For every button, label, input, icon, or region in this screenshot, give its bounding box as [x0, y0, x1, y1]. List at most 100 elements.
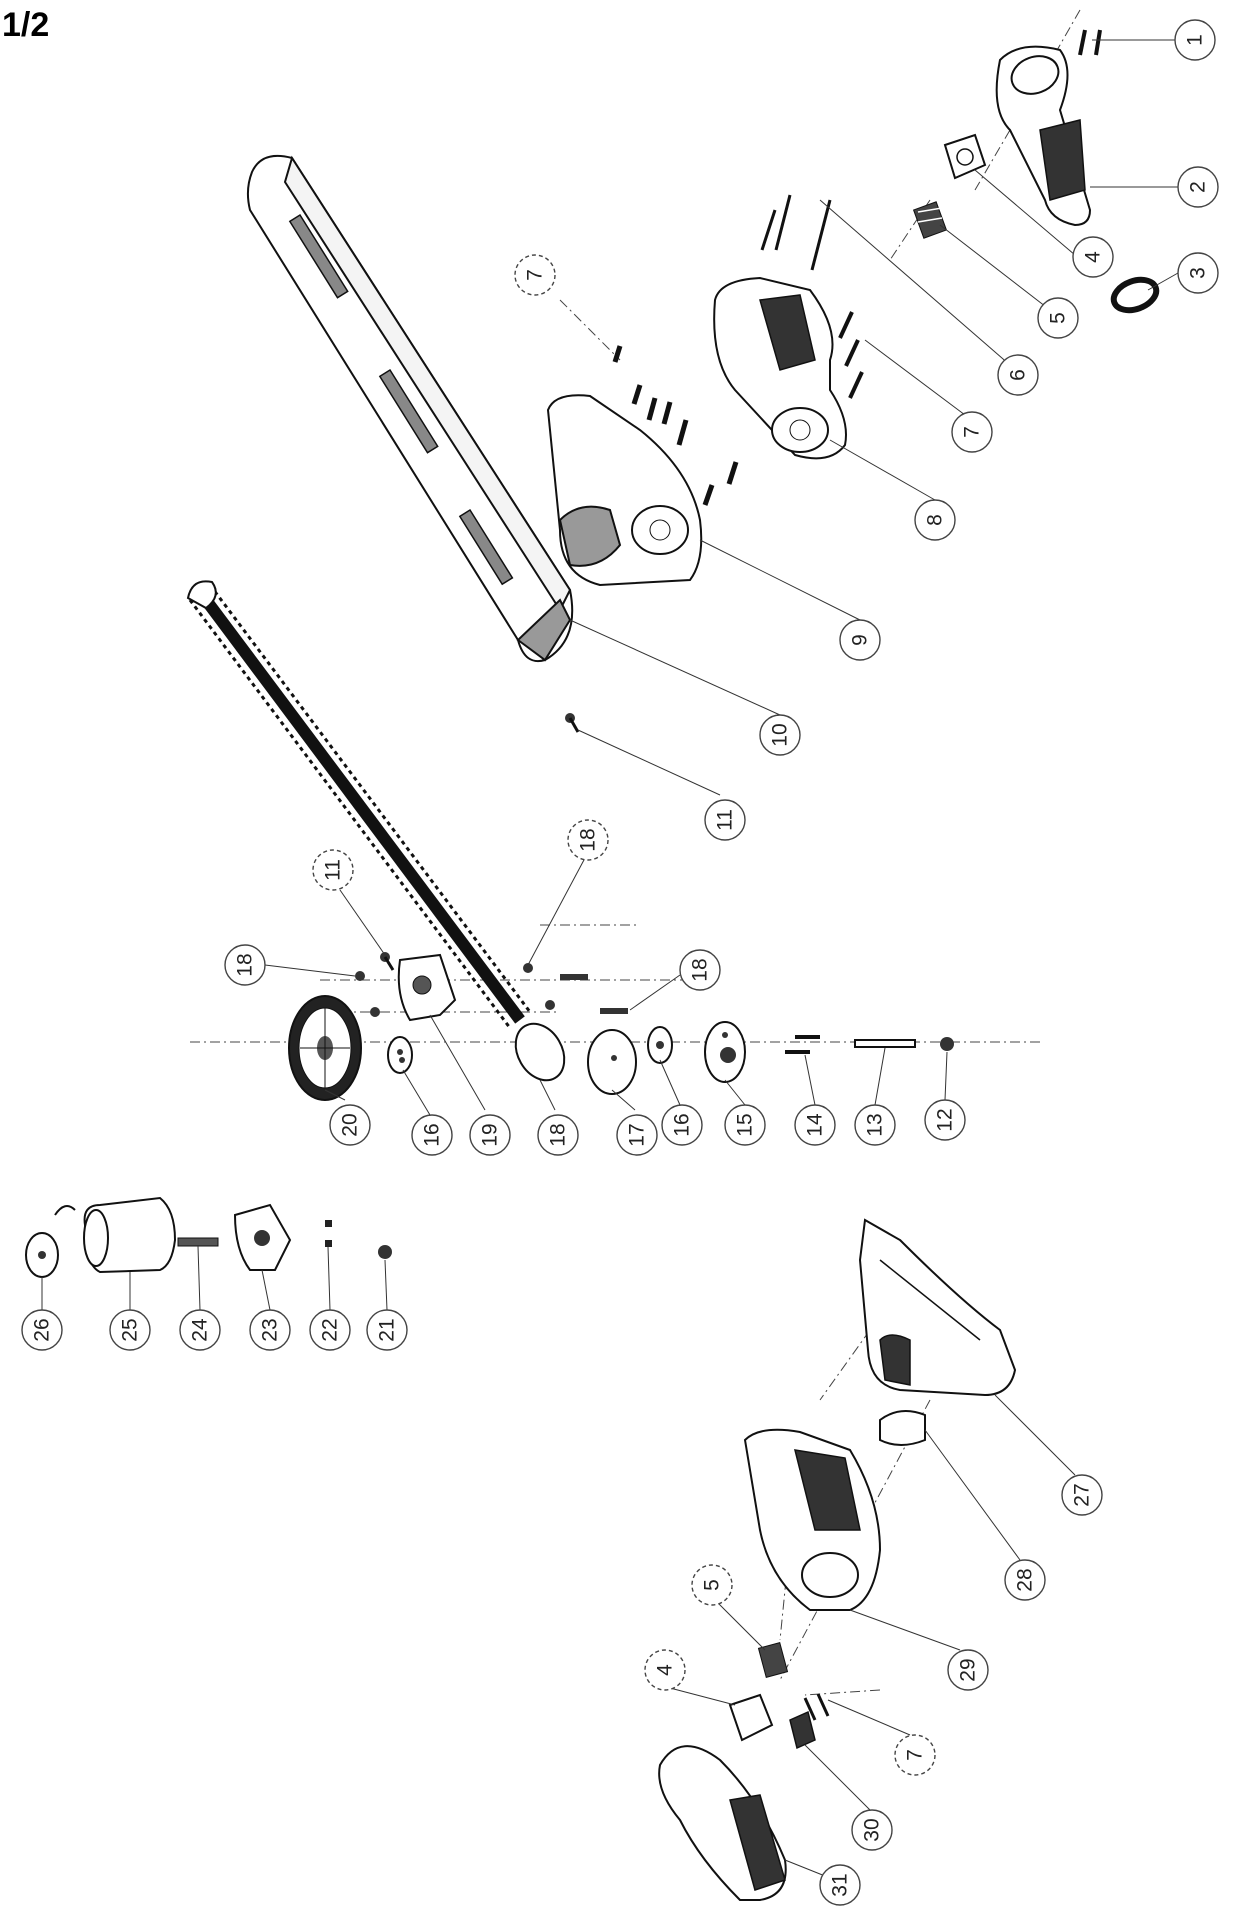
- svg-text:5: 5: [701, 1579, 724, 1591]
- svg-text:7: 7: [524, 269, 547, 281]
- svg-text:21: 21: [376, 1318, 399, 1341]
- svg-text:3: 3: [1187, 267, 1210, 279]
- blade-guard-part: [246, 154, 574, 662]
- callout-15: 15: [724, 1104, 766, 1146]
- callout-16a: 16: [411, 1114, 453, 1156]
- callout-23: 23: [249, 1309, 291, 1351]
- front-spring-collar-parts: [728, 1642, 830, 1750]
- svg-text:7: 7: [961, 426, 984, 438]
- callout-18b: 18: [567, 819, 609, 861]
- pin-screw-nut-parts: [785, 1035, 954, 1054]
- svg-text:2: 2: [1187, 181, 1210, 193]
- svg-text:26: 26: [31, 1318, 54, 1341]
- callout-29: 29: [947, 1649, 989, 1691]
- callout-27: 27: [1061, 1474, 1103, 1516]
- callout-2: 2: [1177, 166, 1219, 208]
- callout-13: 13: [854, 1104, 896, 1146]
- callout-8: 8: [914, 499, 956, 541]
- callouts: 1 2 3 4 5 6 7 7 8 9 10 11 11 18 18 18 20…: [21, 19, 1219, 1906]
- callout-18c: 18: [679, 949, 721, 991]
- callout-16b: 16: [661, 1104, 703, 1146]
- callout-10: 10: [759, 714, 801, 756]
- callout-4b: 4: [644, 1649, 686, 1691]
- callout-7b: 7: [514, 254, 556, 296]
- svg-text:5: 5: [1047, 312, 1070, 324]
- spring-part: [912, 201, 948, 239]
- svg-text:12: 12: [934, 1108, 957, 1131]
- gear-part: [288, 995, 362, 1101]
- svg-text:24: 24: [189, 1318, 212, 1342]
- svg-text:10: 10: [769, 723, 792, 746]
- svg-text:20: 20: [339, 1113, 362, 1136]
- callout-18a: 18: [224, 944, 266, 986]
- svg-text:19: 19: [479, 1123, 502, 1146]
- svg-text:22: 22: [319, 1318, 342, 1341]
- callout-25: 25: [109, 1309, 151, 1351]
- cutting-blade-part: [186, 580, 566, 1082]
- svg-text:11: 11: [322, 859, 345, 881]
- sheet-number: 1/2: [2, 6, 50, 44]
- rear-handle-part: [995, 29, 1102, 227]
- screws-part-6: [760, 194, 832, 271]
- sleeve-part: [879, 1410, 926, 1446]
- callout-12: 12: [924, 1099, 966, 1141]
- svg-text:23: 23: [259, 1318, 282, 1341]
- callout-4: 4: [1072, 236, 1114, 278]
- callout-19: 19: [469, 1114, 511, 1156]
- svg-text:28: 28: [1014, 1568, 1037, 1591]
- callout-26: 26: [21, 1309, 63, 1351]
- svg-text:18: 18: [547, 1123, 570, 1146]
- svg-text:16: 16: [421, 1123, 444, 1146]
- callout-7a: 7: [951, 411, 993, 453]
- callout-22: 22: [309, 1309, 351, 1351]
- svg-text:31: 31: [829, 1873, 852, 1896]
- svg-text:18: 18: [689, 958, 712, 981]
- screw-part-11: [380, 713, 580, 971]
- svg-text:4: 4: [1082, 251, 1105, 263]
- svg-text:4: 4: [654, 1664, 677, 1676]
- svg-text:8: 8: [924, 514, 947, 526]
- handle-housing-part-8: [713, 276, 864, 460]
- washer-plates-parts: [387, 1021, 746, 1095]
- callout-7c: 7: [894, 1734, 936, 1776]
- svg-text:16: 16: [671, 1113, 694, 1136]
- callout-20: 20: [329, 1104, 371, 1146]
- svg-text:18: 18: [234, 953, 257, 976]
- callout-21: 21: [366, 1309, 408, 1351]
- svg-text:18: 18: [577, 828, 600, 851]
- callout-9: 9: [839, 619, 881, 661]
- svg-text:15: 15: [734, 1113, 757, 1136]
- housing-part-29: [743, 1428, 882, 1611]
- svg-text:25: 25: [119, 1318, 142, 1341]
- callout-1: 1: [1174, 19, 1216, 61]
- motor-assembly-parts: [25, 1196, 392, 1278]
- leader-lines: [41, 39, 1179, 1881]
- svg-text:9: 9: [849, 634, 872, 646]
- svg-text:11: 11: [714, 809, 737, 831]
- gear-housing-part: [355, 953, 628, 1022]
- callout-17: 17: [616, 1114, 658, 1156]
- callout-31: 31: [819, 1864, 861, 1906]
- callout-11a: 11: [704, 799, 746, 841]
- svg-text:27: 27: [1071, 1483, 1094, 1506]
- callout-28: 28: [1004, 1559, 1046, 1601]
- svg-text:1: 1: [1184, 34, 1207, 46]
- svg-text:6: 6: [1007, 369, 1030, 381]
- handle-housing-part-9: [546, 345, 739, 587]
- callout-6: 6: [997, 354, 1039, 396]
- svg-text:7: 7: [904, 1749, 927, 1761]
- callout-18d: 18: [537, 1114, 579, 1156]
- ring-part: [1110, 276, 1160, 314]
- front-handle-part: [658, 1745, 787, 1901]
- housing-part-27: [858, 1218, 1017, 1397]
- callout-3: 3: [1177, 252, 1219, 294]
- lock-collar-part: [943, 133, 987, 180]
- svg-text:17: 17: [626, 1123, 649, 1146]
- svg-text:14: 14: [804, 1113, 827, 1137]
- svg-text:13: 13: [864, 1113, 887, 1136]
- callout-11b: 11: [312, 849, 354, 891]
- callout-30: 30: [851, 1809, 893, 1851]
- callout-5: 5: [1037, 297, 1079, 339]
